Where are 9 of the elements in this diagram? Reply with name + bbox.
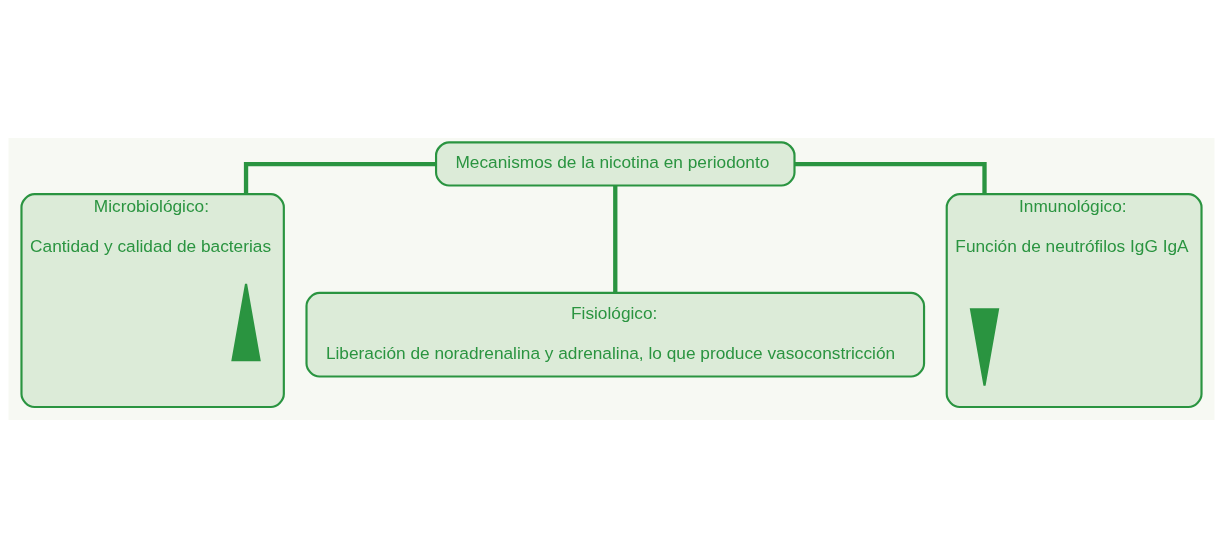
connector xyxy=(613,185,618,293)
node-box: Mecanismos de la nicotina en periodonto xyxy=(435,141,796,187)
cluster: Microbiológico: Cantidad y calidad de bacterias xyxy=(20,193,285,409)
cluster: Inmunológico: Función de neutrófilos IgG IgA xyxy=(945,193,1203,409)
connector xyxy=(243,161,436,195)
node-box: Fisiológico: Liberación de noradrenalina y adrenalina, lo que produce vasoconstricción xyxy=(305,291,926,378)
node-downarrow xyxy=(969,308,1000,387)
connector xyxy=(794,161,987,195)
node-uparrow xyxy=(231,282,261,362)
